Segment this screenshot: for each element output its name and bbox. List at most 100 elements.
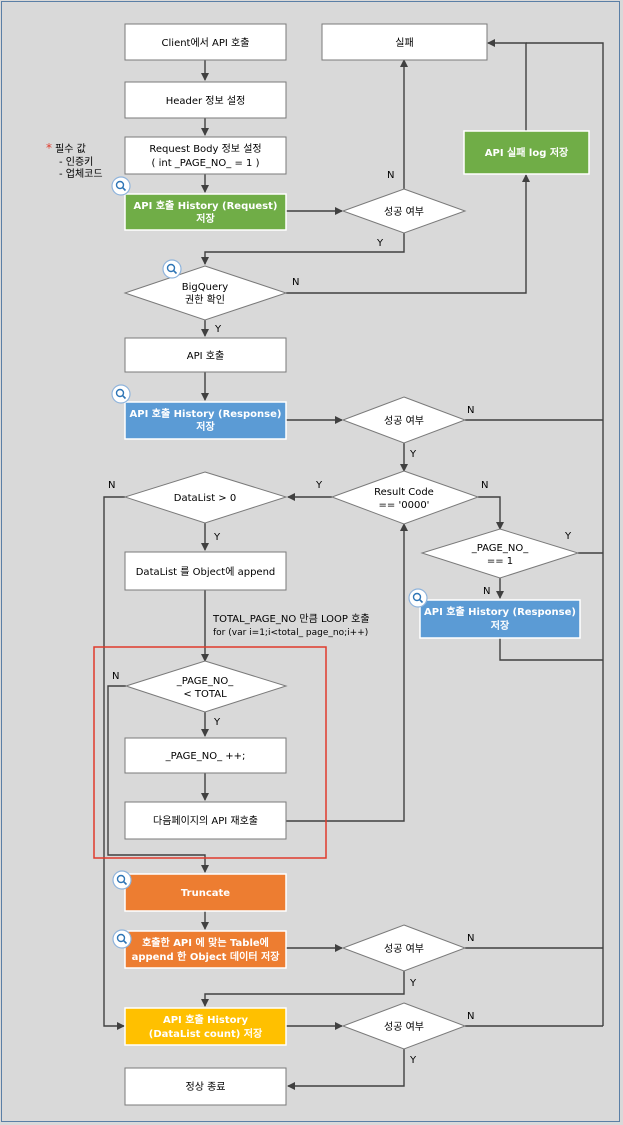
label-pageno-2: == 1 bbox=[487, 556, 513, 567]
node-end: 정상 종료 bbox=[124, 1067, 287, 1106]
node-datalist-check: DataList > 0 bbox=[123, 471, 288, 524]
label-bigquery-1: BigQuery bbox=[182, 282, 228, 293]
required-note: * 필수 값 - 인증키 - 업체코드 bbox=[46, 141, 103, 180]
node-success-2: 성공 여부 bbox=[341, 396, 467, 444]
label-datalist-check: DataList > 0 bbox=[174, 493, 236, 504]
node-page-increment: _PAGE_NO_ ++; bbox=[124, 737, 287, 774]
label-y-success3: Y bbox=[409, 978, 417, 989]
label-cmp-2: < TOTAL bbox=[183, 689, 227, 700]
label-y-success4: Y bbox=[409, 1055, 417, 1066]
node-fail-log: API 실패 log 저장 bbox=[463, 130, 590, 175]
loop-highlight-box bbox=[93, 646, 327, 859]
label-append-1: 호출한 API 에 맞는 Table에 bbox=[142, 936, 269, 949]
label-n-success1: N bbox=[387, 170, 394, 181]
label-y-success1: Y bbox=[376, 238, 384, 249]
node-datalist-append: DataList 를 Object에 append bbox=[124, 551, 287, 591]
label-success-4: 성공 여부 bbox=[384, 1021, 424, 1033]
magnifier-icon bbox=[112, 929, 132, 949]
label-hist-req-1: API 호출 History (Request) bbox=[134, 199, 278, 212]
label-hist-res2-1: API 호출 History (Response) bbox=[424, 605, 576, 618]
label-n-success3: N bbox=[467, 933, 474, 944]
magnifier-icon bbox=[112, 870, 132, 890]
node-request-body: Request Body 정보 설정 ( int _PAGE_NO_ = 1 ) bbox=[124, 136, 287, 175]
node-bigquery: BigQuery 권한 확인 bbox=[123, 265, 288, 321]
label-datalist-append: DataList 를 Object에 append bbox=[136, 566, 276, 578]
label-n-datalist: N bbox=[108, 480, 115, 491]
node-history-request: API 호출 History (Request) 저장 bbox=[124, 193, 287, 231]
label-client-call: Client에서 API 호출 bbox=[162, 37, 250, 49]
arrow-cmp-truncate bbox=[107, 685, 209, 873]
label-incr: _PAGE_NO_ ++; bbox=[165, 751, 246, 762]
required-note-item2: - 업체코드 bbox=[59, 167, 103, 180]
label-hist-res-2: 저장 bbox=[196, 420, 215, 433]
arrow-datalist-histcnt bbox=[103, 496, 125, 1030]
label-hist-req-2: 저장 bbox=[196, 212, 215, 225]
label-y-datalist: Y bbox=[213, 532, 221, 543]
node-fail: 실패 bbox=[321, 23, 488, 61]
arrow-success1-bigquery bbox=[201, 233, 405, 265]
loop-annotation: TOTAL_PAGE_NO 만큼 LOOP 호출 for (var i=1;i<… bbox=[212, 613, 370, 638]
label-append-2: append 한 Object 데이터 저장 bbox=[132, 950, 281, 963]
label-reqbody-1: Request Body 정보 설정 bbox=[149, 143, 261, 155]
node-page-compare: _PAGE_NO_ < TOTAL bbox=[124, 660, 288, 713]
required-note-title: 필수 값 bbox=[55, 143, 86, 155]
arrow-histres2-rail bbox=[499, 638, 603, 661]
label-n-success4: N bbox=[467, 1011, 474, 1022]
node-history-response-2: API 호출 History (Response) 저장 bbox=[419, 599, 581, 639]
label-result-2: == '0000' bbox=[379, 500, 430, 511]
label-hist-cnt-2: (DataList count) 저장 bbox=[149, 1027, 263, 1040]
node-page-no-eq: _PAGE_NO_ == 1 bbox=[420, 528, 580, 579]
label-hist-cnt-1: API 호출 History bbox=[163, 1013, 248, 1026]
arrow-nextcall-result bbox=[286, 523, 408, 822]
label-loop-1: TOTAL_PAGE_NO 만큼 LOOP 호출 bbox=[212, 613, 370, 625]
label-success-2: 성공 여부 bbox=[384, 415, 424, 427]
label-n-result: N bbox=[481, 480, 488, 491]
label-api-call: API 호출 bbox=[187, 350, 224, 362]
label-y-pageno: Y bbox=[564, 531, 572, 542]
node-result-code: Result Code == '0000' bbox=[330, 470, 480, 525]
node-success-3: 성공 여부 bbox=[341, 924, 467, 972]
node-next-call: 다음페이지의 API 재호출 bbox=[124, 801, 287, 840]
label-y-result: Y bbox=[315, 480, 323, 491]
asterisk-icon: * bbox=[46, 141, 52, 155]
arrow-faillog-fail bbox=[487, 39, 527, 131]
label-fail-log: API 실패 log 저장 bbox=[485, 146, 569, 159]
arrow-success3-histcnt bbox=[201, 971, 405, 1007]
node-api-call: API 호출 bbox=[124, 337, 287, 373]
label-fail: 실패 bbox=[395, 37, 413, 49]
arrow-result-pageno bbox=[478, 496, 504, 530]
label-header-set: Header 정보 설정 bbox=[166, 95, 246, 107]
label-success-1: 성공 여부 bbox=[384, 206, 424, 218]
magnifier-icon bbox=[162, 259, 182, 279]
arrow-bigquery-faillog bbox=[286, 174, 530, 294]
node-truncate: Truncate bbox=[124, 873, 287, 912]
node-success-1: 성공 여부 bbox=[341, 188, 467, 234]
label-n-success2: N bbox=[467, 405, 474, 416]
label-y-bigquery: Y bbox=[214, 324, 222, 335]
label-result-1: Result Code bbox=[374, 487, 434, 498]
node-history-response: API 호출 History (Response) 저장 bbox=[124, 401, 287, 440]
label-y-success2: Y bbox=[409, 449, 417, 460]
label-next-call: 다음페이지의 API 재호출 bbox=[153, 815, 258, 827]
arrow-success4-end bbox=[287, 1049, 405, 1090]
node-client-call: Client에서 API 호출 bbox=[124, 23, 287, 61]
required-note-item1: - 인증키 bbox=[59, 156, 93, 168]
magnifier-icon bbox=[408, 588, 428, 608]
label-truncate: Truncate bbox=[181, 888, 230, 899]
label-cmp-1: _PAGE_NO_ bbox=[176, 676, 234, 687]
node-success-4: 성공 여부 bbox=[341, 1002, 467, 1050]
node-history-count: API 호출 History (DataList count) 저장 bbox=[124, 1007, 287, 1046]
label-bigquery-2: 권한 확인 bbox=[185, 294, 225, 306]
node-header-set: Header 정보 설정 bbox=[124, 81, 287, 119]
label-success-3: 성공 여부 bbox=[384, 943, 424, 955]
label-loop-2: for (var i=1;i<total_ page_no;i++) bbox=[213, 628, 368, 638]
label-n-cmp: N bbox=[112, 671, 119, 682]
label-hist-res-1: API 호출 History (Response) bbox=[130, 407, 282, 420]
return-rail bbox=[526, 42, 604, 1026]
label-hist-res2-2: 저장 bbox=[491, 619, 510, 632]
label-pageno-1: _PAGE_NO_ bbox=[471, 543, 529, 554]
label-reqbody-2: ( int _PAGE_NO_ = 1 ) bbox=[152, 158, 260, 169]
label-n-pageno: N bbox=[483, 586, 490, 597]
